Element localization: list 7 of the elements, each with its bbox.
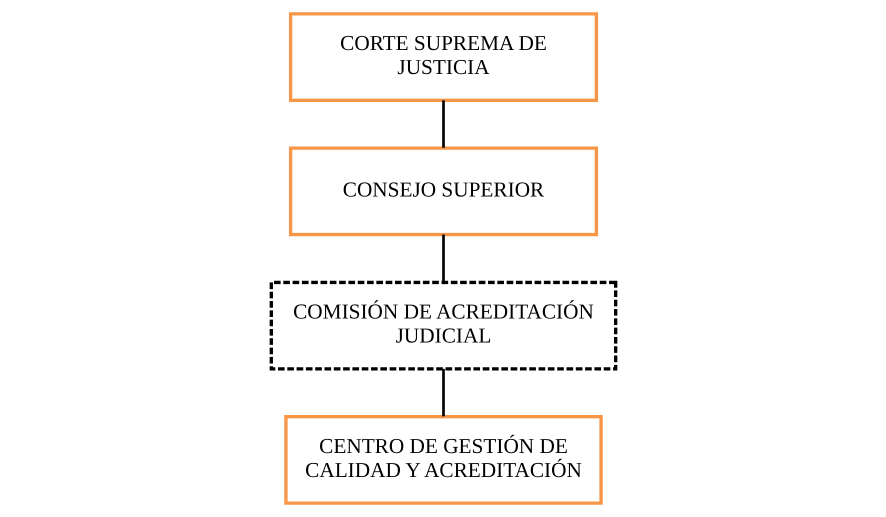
connector (442, 234, 444, 282)
node-box: CENTRO DE GESTIÓN DE CALIDAD Y ACREDITACIÓN (284, 415, 602, 505)
connector (442, 100, 444, 148)
node-box: CORTE SUPREMA DE JUSTICIA (288, 12, 598, 102)
node-box: COMISIÓN DE ACREDITACIÓN JUDICIAL (269, 280, 617, 371)
node-box: CONSEJO SUPERIOR (288, 146, 598, 236)
connector (442, 368, 444, 416)
